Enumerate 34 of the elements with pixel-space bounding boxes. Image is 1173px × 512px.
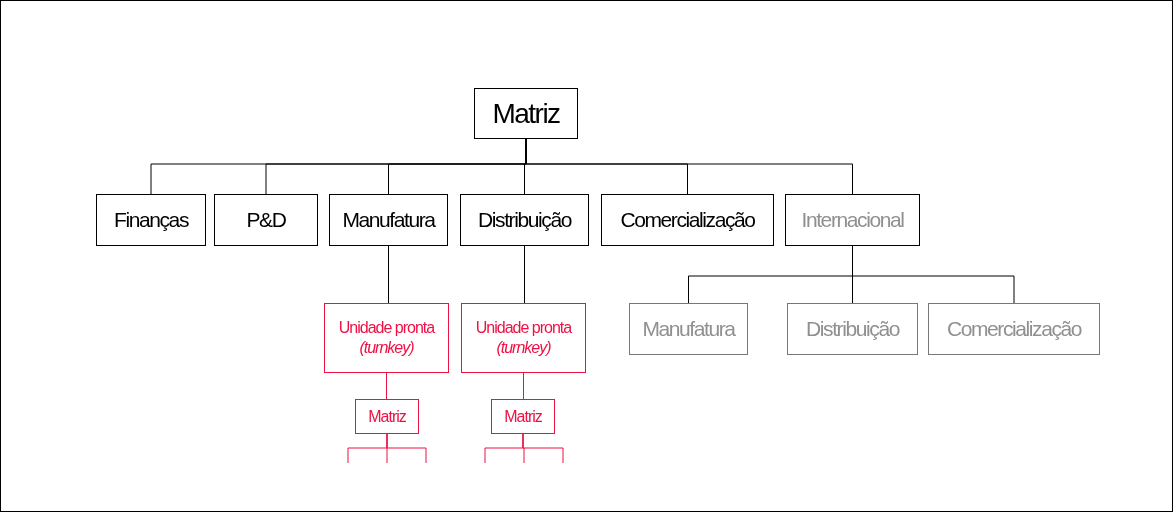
box-label: Comercialização [945, 315, 1083, 342]
org-box [474, 88, 578, 139]
org-box [324, 303, 449, 373]
org-box [214, 194, 318, 246]
connector-line [524, 245, 525, 304]
org-box [329, 194, 448, 246]
box-label: Unidade pronta (turnkey) [337, 318, 436, 358]
connector-line [386, 433, 427, 464]
org-box [787, 303, 918, 355]
org-box [460, 194, 589, 246]
box-label: Finanças [113, 206, 190, 233]
org-box [461, 303, 586, 373]
connector-line [522, 433, 564, 464]
box-label: Internacional [800, 206, 905, 233]
org-box [96, 194, 206, 246]
org-box [928, 303, 1100, 355]
box-label: Matriz [491, 97, 561, 131]
org-box [491, 399, 555, 434]
box-label: Comercialização [619, 206, 756, 233]
connector-line [388, 245, 389, 304]
org-box [629, 303, 748, 355]
org-box [355, 399, 419, 434]
connector-line [386, 372, 387, 400]
box-label: Matriz [503, 406, 543, 427]
box-label: Matriz [367, 406, 407, 427]
box-label: Manufatura [641, 315, 737, 342]
box-label: P&D [245, 206, 287, 233]
box-label: Distribuição [805, 315, 901, 342]
box-label: Distribuição [477, 206, 573, 233]
box-label: Unidade pronta (turnkey) [474, 318, 573, 358]
connector-line [523, 372, 524, 400]
org-box [601, 194, 774, 246]
org-box [785, 194, 920, 246]
box-label: Manufatura [341, 206, 437, 233]
